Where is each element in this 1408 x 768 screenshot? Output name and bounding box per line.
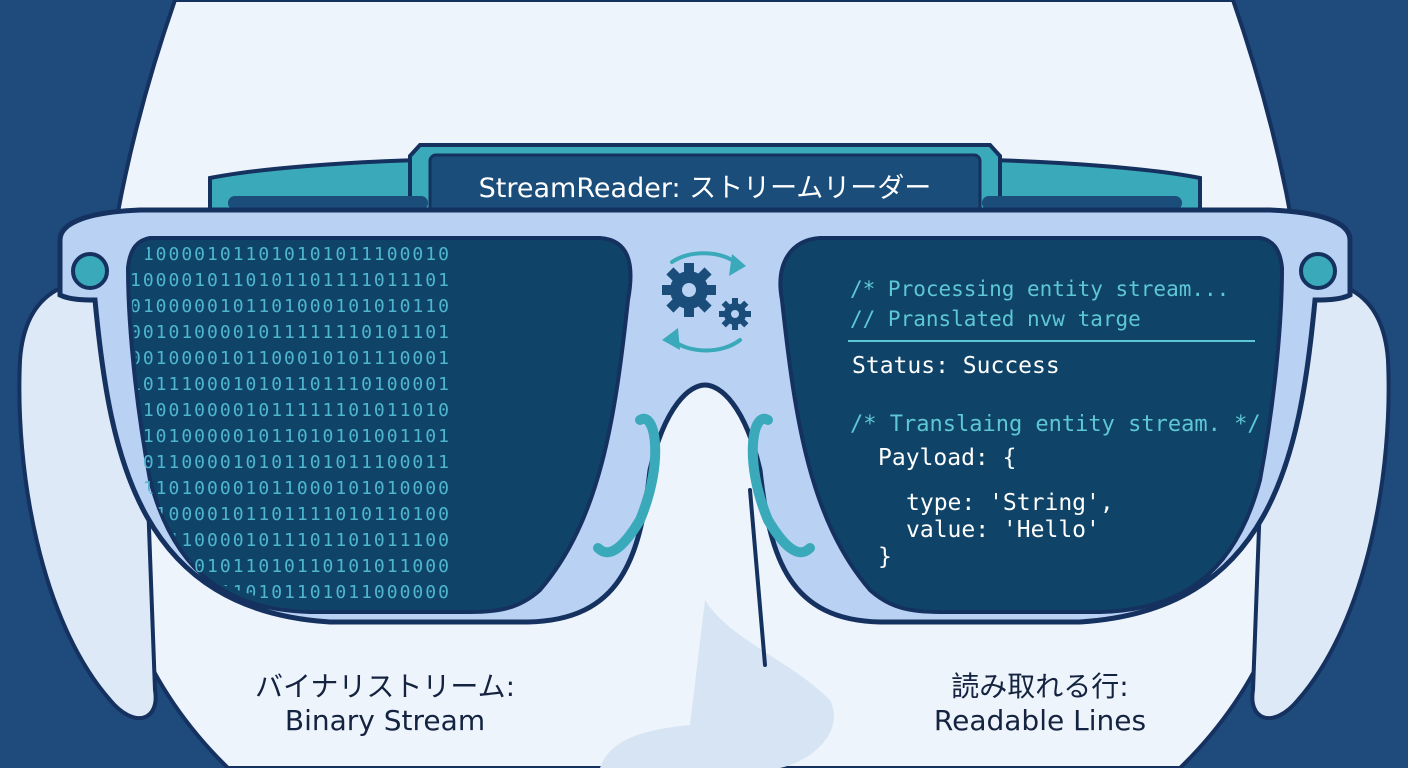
payload-close: } [878,544,892,570]
binary-row: 0000001011010110101011000 [130,556,451,577]
binary-row: 0110100001011000101010000 [130,478,451,499]
binary-row: 0100001011010101011100010 [130,244,451,265]
payload-value: value: 'Hello' [906,517,1100,543]
large-gear-icon [662,263,716,317]
right-label-jp: 読み取れる行: [951,670,1129,703]
left-hinge [71,252,109,290]
binary-row: 0100000101101000101010110 [130,296,451,317]
binary-row: 1100100001011111101011010 [130,400,451,421]
right-hinge [1299,252,1337,290]
gears-with-cycle-arrows-icon [662,251,751,353]
payload-open: Payload: { [878,445,1017,471]
cycle-arrowhead-bottom [662,328,680,350]
code-comment-translating: /* Translaing entity stream. */ [850,412,1261,437]
binary-row: 0010000101100010101110001 [130,348,451,369]
binary-row: 0101000001011010101001101 [130,426,451,447]
title: StreamReader: ストリームリーダー [478,173,932,204]
left-lens [125,236,633,614]
right-bar-slot [982,196,1182,210]
payload-type: type: 'String', [906,490,1114,516]
cycle-arrowhead-top [729,254,746,276]
right-label-en: Readable Lines [933,704,1147,737]
left-label-en: Binary Stream [284,704,486,737]
binary-stream: 0100001011010101011100010 10000101101011… [130,244,625,614]
binary-row: 0010100001011111110101101 [130,322,451,343]
code-comment-translated: // Pranslated nvw targe [850,307,1141,331]
left-bridge-pad [593,413,661,558]
right-lens [778,236,1285,614]
status-line: Status: Success [852,353,1060,379]
binary-row: 1011000010101101011100011 [130,452,451,473]
nose-shadow [600,600,834,768]
code-comment-processing: /* Processing entity stream... [850,277,1230,301]
left-bar-slot [228,196,428,210]
left-label-jp: バイナリストリーム: [254,670,516,703]
nose-line [748,488,767,667]
binary-row: 1000010110101101111011101 [130,270,451,291]
right-bridge-pad [747,413,815,558]
binary-row: 1011100010101101110100001 [130,374,451,395]
binary-row: 1110000101101111010110100 [130,504,451,525]
binary-row: 0011100001011101101011100 [130,530,451,551]
small-gear-icon [719,298,751,330]
